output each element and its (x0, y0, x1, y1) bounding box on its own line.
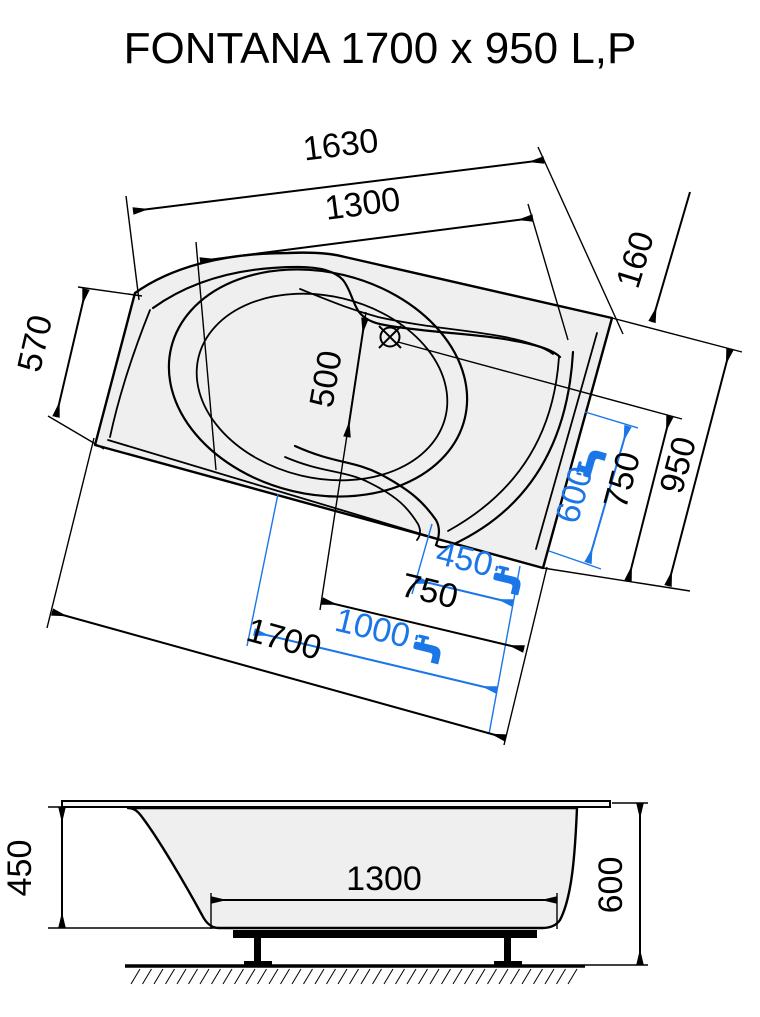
faucet-icon (410, 633, 444, 665)
side-extension-lines (48, 802, 648, 966)
dim-1700: 1700 (242, 611, 325, 668)
dim-1630: 1630 (301, 122, 381, 169)
seat-edge-outer (434, 350, 575, 549)
dim-1300-side: 1300 (346, 860, 422, 898)
rim-inset-bottom (107, 439, 459, 546)
rim-inset-right (535, 332, 598, 550)
basin-oval-outer (167, 268, 469, 498)
ground-line (125, 964, 585, 985)
waist-curve-inner (284, 456, 422, 541)
dim-160: 160 (609, 227, 662, 292)
drain-icon (378, 325, 402, 349)
extension-lines (46, 146, 743, 746)
side-dimension-lines (58, 803, 644, 965)
dim-450-side: 450 (1, 840, 39, 897)
dim-570: 570 (10, 312, 60, 376)
dim-1000-blue: 1000 (331, 601, 413, 656)
waist-curve-outer (293, 444, 441, 547)
rim-profile (61, 800, 611, 808)
dim-600-side: 600 (592, 857, 630, 914)
seat-edge-inner (447, 356, 560, 532)
page-title: FONTANA 1700 x 950 L,P (124, 24, 637, 73)
support-feet (233, 930, 537, 966)
plan-view: 1630 1300 570 500 160 750 950 750 1700 6… (10, 122, 743, 746)
dim-950: 950 (653, 433, 704, 498)
ground-hatching (130, 968, 578, 985)
dimension-lines-blue (253, 424, 632, 694)
dim-1300: 1300 (323, 180, 403, 228)
side-view: 450 1300 600 (1, 800, 648, 985)
basin-oval-inner (195, 292, 449, 482)
rim-inset-left (109, 309, 151, 438)
